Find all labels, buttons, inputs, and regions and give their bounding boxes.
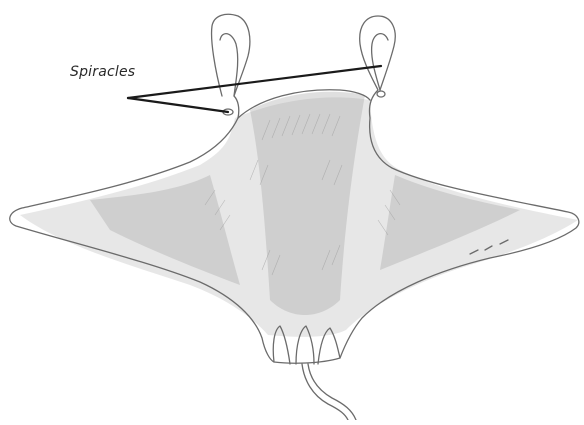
tail-inner <box>308 364 356 420</box>
right-spiracle <box>377 91 385 97</box>
spiracles-leader-left <box>128 98 228 112</box>
spiracles-label: Spiracles <box>70 64 135 80</box>
tail <box>302 364 348 420</box>
